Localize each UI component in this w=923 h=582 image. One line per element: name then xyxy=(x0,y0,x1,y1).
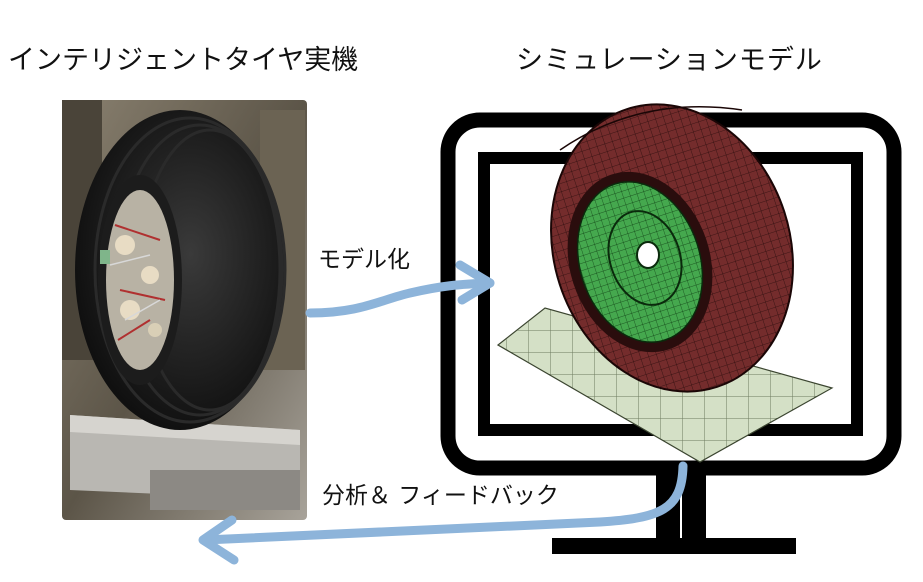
hardware-title: インテリジェントタイヤ実機 xyxy=(8,45,359,76)
simulation-title: シミュレーションモデル xyxy=(516,45,823,76)
feedback-label: 分析＆ フィードバック xyxy=(322,483,559,509)
arrow-to-feedback xyxy=(198,461,688,565)
arrow-to-model xyxy=(305,260,495,318)
tire-photo xyxy=(62,100,307,520)
modeling-label: モデル化 xyxy=(318,247,410,273)
rim-mesh xyxy=(567,171,713,353)
simulation-model xyxy=(496,103,834,463)
